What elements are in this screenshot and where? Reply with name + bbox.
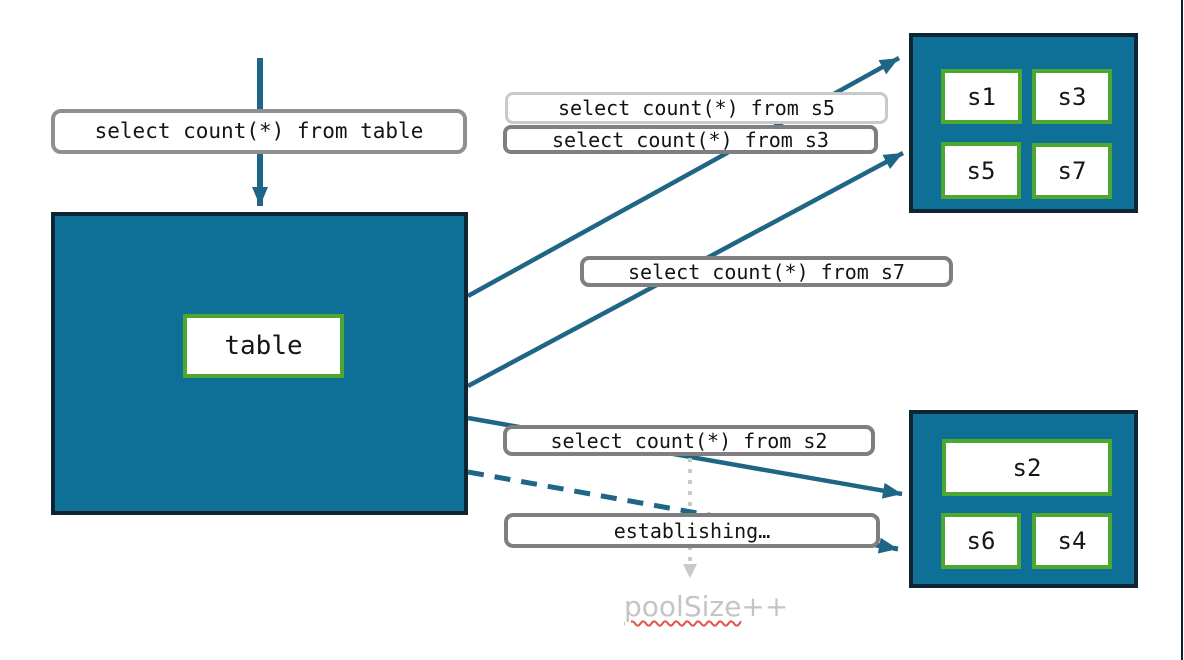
query-label-s7: select count(*) from s7 xyxy=(580,256,953,287)
shard-s6: s6 xyxy=(941,513,1021,569)
query-label-table: select count(*) from table xyxy=(51,109,467,154)
shard-s3-label: s3 xyxy=(1057,82,1087,111)
table-node-label: table xyxy=(224,331,303,361)
query-label-s7-text: select count(*) from s7 xyxy=(628,259,905,284)
shard-s5: s5 xyxy=(941,142,1021,199)
shard-s1: s1 xyxy=(941,69,1022,124)
shard-s7-label: s7 xyxy=(1057,157,1087,185)
query-label-s3-text: select count(*) from s3 xyxy=(552,127,829,152)
table-node-label-box: table xyxy=(183,314,344,378)
query-label-s3: select count(*) from s3 xyxy=(503,125,878,154)
shard-s6-label: s6 xyxy=(966,527,996,555)
table-node: table xyxy=(51,212,468,515)
shard-s4-label: s4 xyxy=(1057,527,1087,555)
shard-s7: s7 xyxy=(1032,143,1112,199)
canvas-right-edge-line xyxy=(1181,0,1183,660)
poolsize-annotation: poolSize++ xyxy=(624,590,789,623)
shard-s1-label: s1 xyxy=(967,82,996,111)
query-label-s5: select count(*) from s5 xyxy=(505,92,888,124)
poolsize-word: poolSize xyxy=(624,590,742,623)
shard-pool-bottom: s2 s6 s4 xyxy=(909,410,1138,588)
shard-pool-top: s1 s3 s5 s7 xyxy=(909,33,1138,213)
query-label-s2: select count(*) from s2 xyxy=(503,425,875,456)
shard-s3: s3 xyxy=(1032,69,1112,124)
query-label-s2-text: select count(*) from s2 xyxy=(550,428,828,453)
shard-s4: s4 xyxy=(1032,513,1112,569)
status-label-establishing-text: establishing… xyxy=(613,518,771,543)
query-label-s5-text: select count(*) from s5 xyxy=(558,96,835,120)
poolsize-suffix: ++ xyxy=(741,590,789,623)
query-label-table-text: select count(*) from table xyxy=(94,119,424,143)
status-label-establishing: establishing… xyxy=(504,513,880,548)
shard-s2-label: s2 xyxy=(1012,453,1042,482)
shard-s2: s2 xyxy=(942,439,1112,496)
shard-s5-label: s5 xyxy=(966,156,996,185)
